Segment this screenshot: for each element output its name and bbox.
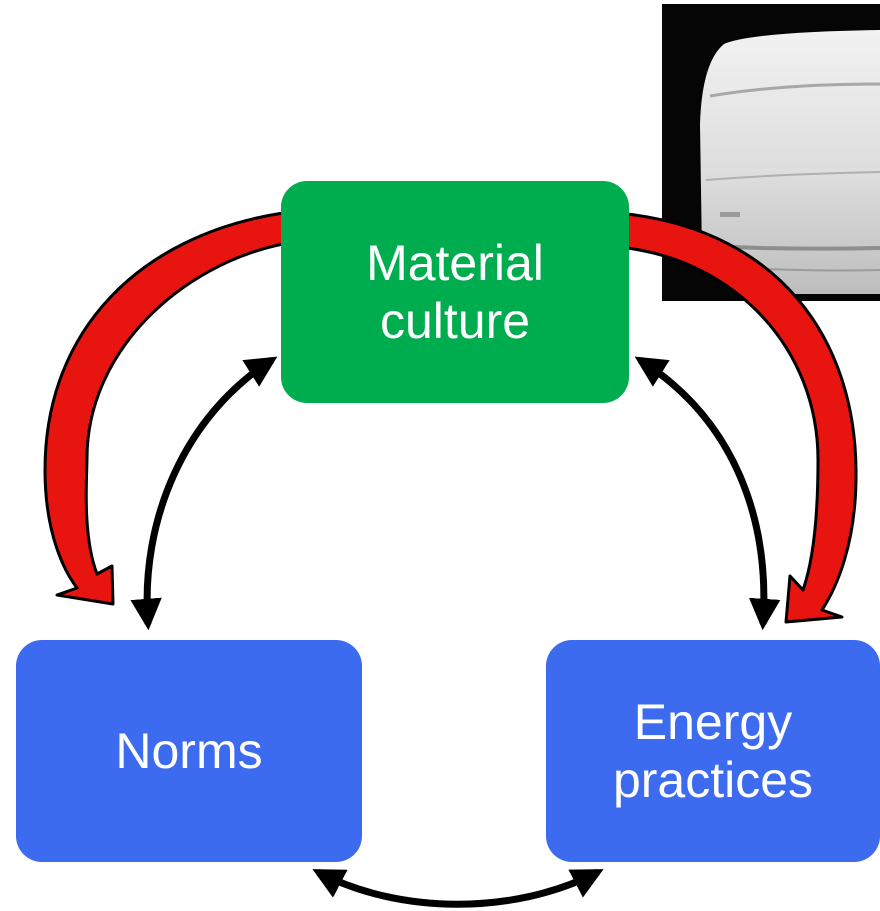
black-arrow-norms-material — [130, 356, 278, 631]
material-culture-label-line1: Material — [366, 235, 544, 291]
air-conditioner-icon — [700, 30, 880, 294]
energy-practices-label-line2: practices — [612, 752, 814, 808]
black-arrow-norms-energy — [312, 868, 604, 908]
energy-practices-node: Energy practices — [546, 640, 880, 862]
norms-node: Norms — [16, 640, 362, 862]
material-culture-label-line2: culture — [379, 293, 531, 349]
red-arrow-material-to-norms — [43, 211, 285, 606]
black-arrow-material-energy — [634, 356, 781, 631]
energy-practices-label-line1: Energy — [633, 694, 793, 750]
red-arrow-material-to-energy — [625, 212, 858, 624]
material-culture-node: Material culture — [281, 181, 629, 403]
norms-label: Norms — [115, 723, 263, 779]
